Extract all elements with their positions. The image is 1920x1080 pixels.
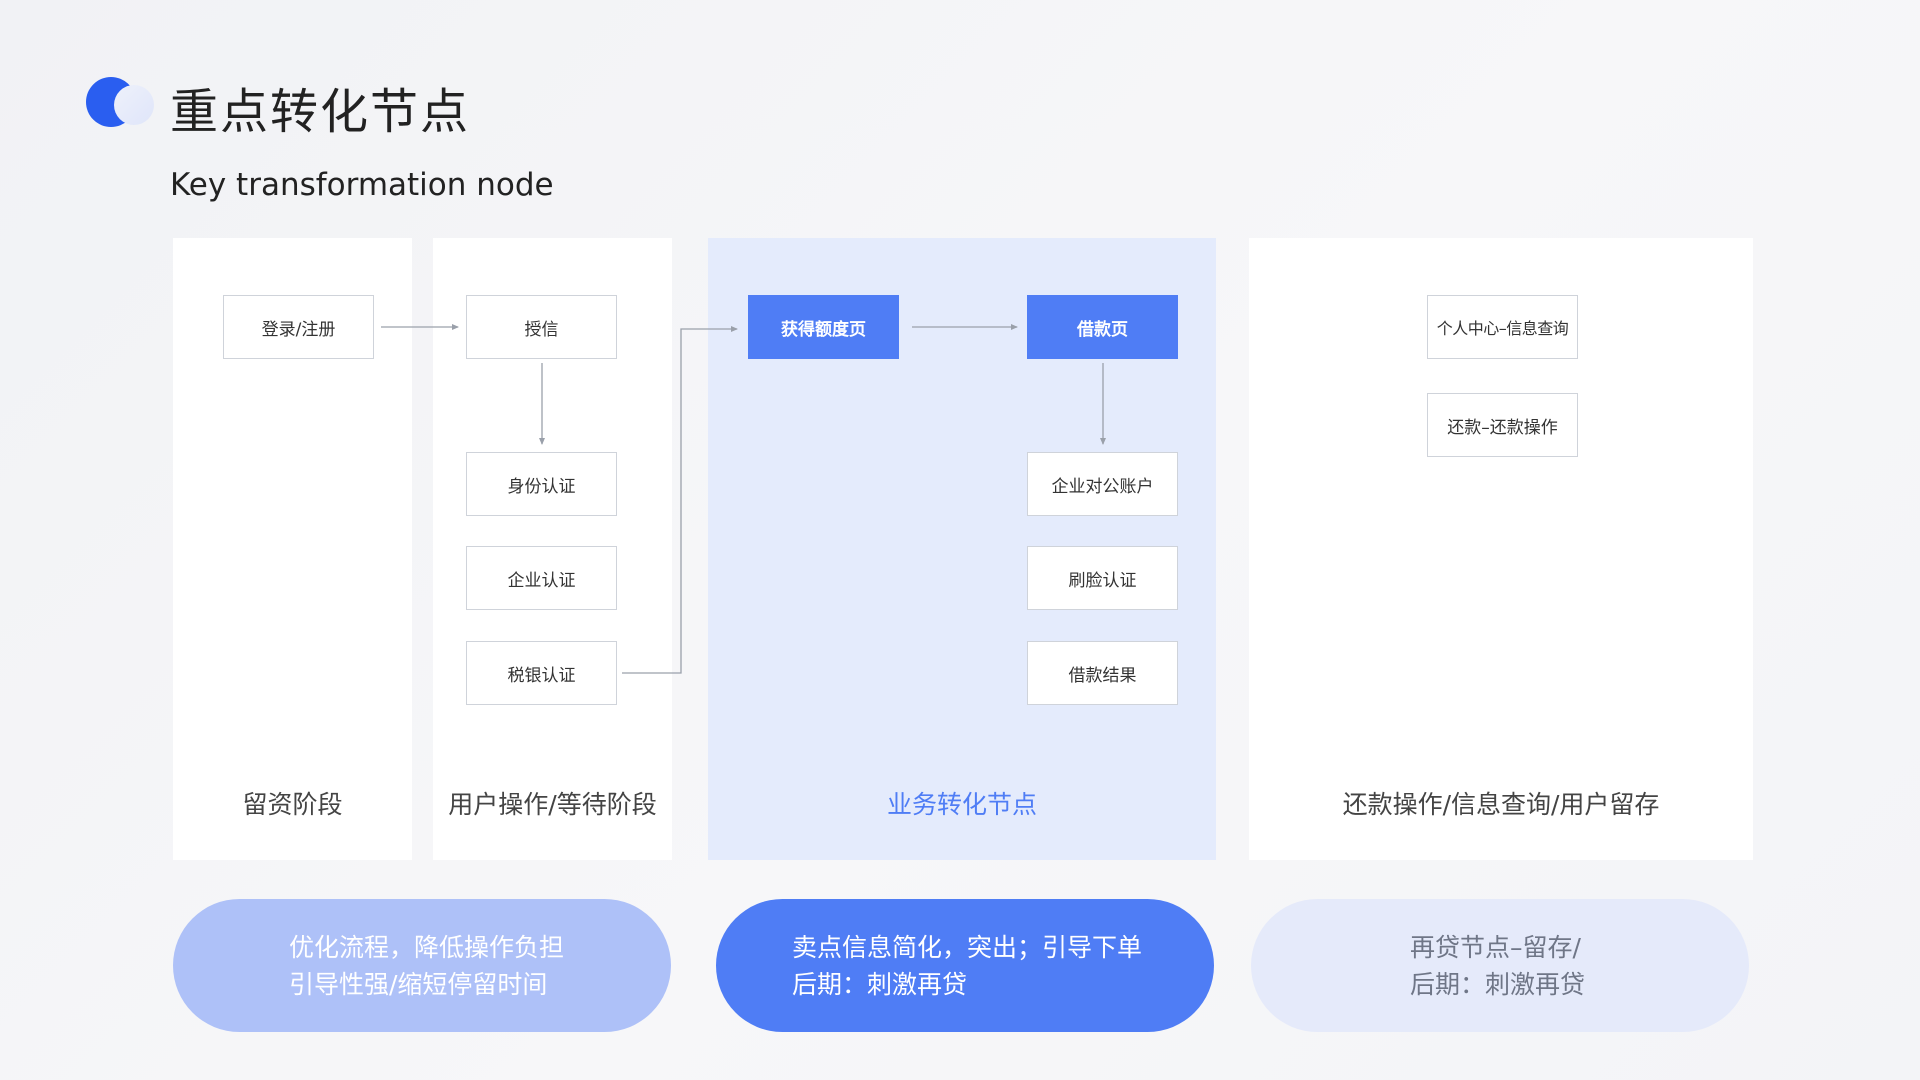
note-pill-selling-points: 卖点信息简化，突出；引导下单 后期：刺激再贷 — [716, 899, 1214, 1032]
note-line: 再贷节点–留存/ — [1410, 932, 1581, 962]
node-personal-center-info: 个人中心–信息查询 — [1427, 295, 1578, 359]
node-loan-page: 借款页 — [1027, 295, 1178, 359]
node-login-register: 登录/注册 — [223, 295, 374, 359]
stage-label-lead-capture: 留资阶段 — [242, 790, 343, 819]
node-face-verification: 刷脸认证 — [1027, 546, 1178, 610]
stage-label-retention: 还款操作/信息查询/用户留存 — [1342, 790, 1660, 819]
node-tax-bank-verification: 税银认证 — [466, 641, 617, 705]
stage-label-user-operation: 用户操作/等待阶段 — [448, 790, 657, 819]
node-enterprise-verification: 企业认证 — [466, 546, 617, 610]
logo-circle-icon — [86, 77, 154, 127]
page-subtitle: Key transformation node — [170, 167, 554, 203]
note-pill-optimize: 优化流程，降低操作负担 引导性强/缩短停留时间 — [173, 899, 671, 1032]
node-corporate-account: 企业对公账户 — [1027, 452, 1178, 516]
note-line: 后期：刺激再贷 — [792, 969, 968, 999]
node-quota-page: 获得额度页 — [748, 295, 899, 359]
note-line: 后期：刺激再贷 — [1410, 969, 1586, 999]
node-loan-result: 借款结果 — [1027, 641, 1178, 705]
note-line: 引导性强/缩短停留时间 — [289, 969, 548, 999]
node-identity-verification: 身份认证 — [466, 452, 617, 516]
node-repayment-operation: 还款–还款操作 — [1427, 393, 1578, 457]
stage-label-business-conversion: 业务转化节点 — [886, 790, 1037, 819]
note-line: 卖点信息简化，突出；引导下单 — [792, 932, 1143, 962]
node-credit: 授信 — [466, 295, 617, 359]
note-line: 优化流程，降低操作负担 — [289, 932, 565, 962]
page-title: 重点转化节点 — [170, 84, 471, 140]
note-pill-reloan: 再贷节点–留存/ 后期：刺激再贷 — [1251, 899, 1749, 1032]
